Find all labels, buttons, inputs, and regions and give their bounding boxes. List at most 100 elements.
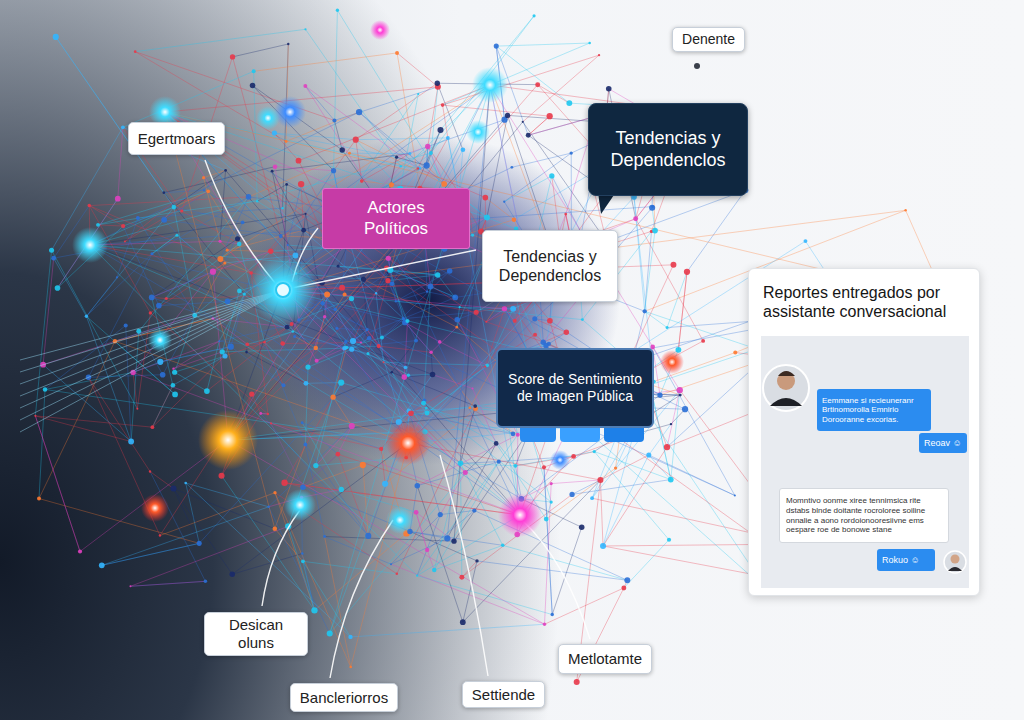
network-dot — [429, 351, 433, 355]
network-dot — [550, 482, 553, 485]
network-dot — [426, 291, 428, 293]
network-dot — [279, 234, 283, 238]
network-dot — [350, 338, 356, 344]
hub-glow — [72, 227, 108, 263]
hub-glow — [550, 450, 570, 470]
network-link — [283, 290, 735, 495]
hub-glow — [386, 421, 430, 465]
network-link — [88, 377, 150, 471]
network-link — [431, 87, 438, 153]
network-link — [594, 452, 669, 540]
beam — [20, 290, 283, 408]
network-link — [86, 277, 117, 316]
node-text: Score de Sentimiento de Imagen Pública — [506, 371, 644, 405]
network-link — [152, 385, 172, 427]
network-dot — [273, 526, 278, 531]
network-link — [367, 330, 379, 346]
network-link — [173, 489, 199, 544]
network-dot — [250, 83, 256, 89]
label-box: Settiende — [462, 681, 545, 708]
network-dot — [342, 346, 347, 351]
network-dot — [334, 308, 337, 311]
network-dot — [395, 156, 398, 159]
network-dot — [511, 166, 514, 169]
network-dot — [335, 452, 340, 457]
network-link — [392, 85, 490, 284]
network-dot — [430, 372, 436, 378]
network-dot — [803, 239, 807, 243]
network-link — [397, 53, 438, 87]
network-dot — [203, 189, 205, 191]
network-dot — [272, 130, 277, 135]
network-link — [603, 455, 649, 546]
network-dot — [432, 568, 436, 572]
network-dot — [323, 535, 326, 538]
network-dot — [360, 179, 364, 183]
network-link — [232, 443, 408, 574]
network-link — [457, 320, 485, 367]
network-dot — [455, 326, 458, 329]
network-dot — [78, 549, 82, 553]
network-dot — [510, 306, 516, 312]
network-dot — [425, 548, 429, 552]
network-dot — [544, 517, 549, 522]
network-dot — [566, 100, 572, 106]
network-dot — [379, 447, 383, 451]
network-dot — [503, 201, 505, 203]
network-link — [362, 154, 410, 182]
network-dot — [298, 181, 304, 187]
node-text: Actores Políticos — [333, 198, 459, 239]
network-dot — [256, 200, 258, 202]
network-link — [427, 550, 434, 570]
network-dot — [441, 103, 445, 107]
network-dot — [460, 619, 466, 625]
network-dot — [473, 404, 477, 408]
network-dot — [353, 137, 359, 143]
network-dot — [667, 538, 671, 542]
network-dot — [53, 34, 59, 40]
network-dot — [249, 271, 253, 275]
network-dot — [99, 562, 105, 568]
network-link — [474, 511, 627, 581]
network-dot — [474, 310, 479, 315]
network-link — [175, 372, 207, 391]
network-dot — [405, 319, 409, 323]
network-dot — [287, 43, 289, 45]
network-dot — [533, 333, 537, 337]
hub-core — [276, 283, 290, 297]
network-dot — [417, 166, 421, 170]
network-dot — [184, 482, 187, 485]
network-dot — [339, 147, 344, 152]
network-link — [89, 197, 248, 206]
network-link — [253, 86, 343, 150]
network-dot — [267, 413, 269, 415]
network-dot — [121, 125, 125, 129]
network-dot — [156, 303, 162, 309]
network-dot — [171, 383, 176, 388]
network-dot — [452, 295, 458, 301]
network-link — [35, 416, 152, 427]
network-link — [687, 190, 745, 271]
network-dot — [252, 69, 256, 73]
network-dot — [395, 51, 399, 55]
network-dot — [571, 454, 576, 459]
hub-glow — [370, 20, 390, 40]
network-link — [512, 153, 571, 167]
network-dot — [416, 575, 418, 577]
network-dot — [281, 207, 283, 209]
network-dot — [535, 82, 540, 87]
network-dot — [417, 167, 420, 170]
network-link — [443, 55, 600, 105]
network-link — [428, 147, 459, 193]
network-dot — [734, 494, 736, 496]
network-dot — [425, 411, 430, 416]
network-dot — [228, 344, 234, 350]
network-dot — [320, 301, 324, 305]
network-link — [545, 588, 624, 624]
network-link — [305, 86, 375, 197]
network-link — [392, 284, 407, 321]
network-link — [549, 332, 566, 344]
network-dot — [293, 253, 299, 259]
network-dot — [458, 461, 464, 467]
network-dot — [230, 54, 235, 59]
